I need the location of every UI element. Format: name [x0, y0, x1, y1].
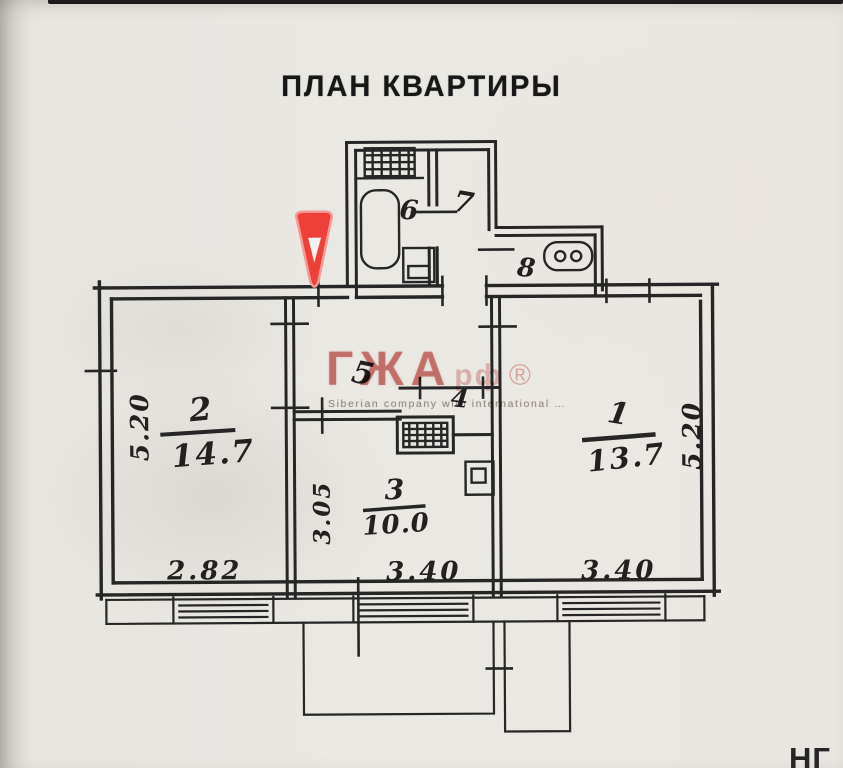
window-band [105, 593, 706, 626]
room-3-area: 10.0 [362, 508, 431, 542]
room-4-number: 4 [450, 383, 470, 414]
dim-bottom-center: 3.40 [386, 557, 462, 587]
dim-room3-height: 3.05 [309, 481, 336, 545]
room-2-divider [160, 428, 236, 437]
dim-bottom-right: 3.40 [581, 556, 657, 586]
room-1-divider [581, 432, 656, 443]
fraction-dividers [160, 428, 656, 513]
corner-text: НГ [789, 741, 831, 768]
room-labels: 2 14.7 1 13.7 3 10.0 4 5 6 7 8 [170, 184, 668, 542]
room-3-divider [362, 504, 426, 513]
shelf-hatch-icon [402, 421, 449, 449]
toilet-icon [401, 246, 436, 284]
dim-right-height: 5.20 [677, 401, 706, 470]
inner-walls [283, 295, 503, 599]
page-title: ПЛАН КВАРТИРЫ [281, 70, 562, 103]
room-7-number: 7 [451, 184, 477, 221]
electrical-panel-icon [464, 460, 495, 496]
room-6-number: 6 [399, 195, 420, 227]
dim-bottom-left: 2.82 [166, 556, 243, 586]
room-2-area: 14.7 [170, 433, 256, 475]
room-2-number: 2 [186, 389, 213, 429]
bathroom-fixtures [355, 146, 594, 496]
location-marker-icon [294, 210, 333, 288]
stove-icon [543, 240, 594, 272]
dimension-labels: 2.82 3.40 3.40 5.20 5.20 3.05 [125, 392, 706, 587]
room-3-number: 3 [385, 473, 405, 506]
balcony-outline [302, 619, 572, 733]
outer-walls [92, 280, 721, 601]
room-1-area: 13.7 [586, 436, 668, 478]
bathtub-icon [359, 189, 401, 270]
bathroom-block-walls [345, 140, 604, 299]
dim-left-height: 5.20 [125, 392, 154, 461]
room-8-number: 8 [515, 253, 537, 285]
window-hatch [178, 601, 661, 619]
room-1-number: 1 [605, 395, 631, 433]
sink-icon [355, 146, 424, 180]
room-5-number: 5 [349, 354, 377, 394]
scan-edge-artifact [48, 0, 843, 4]
